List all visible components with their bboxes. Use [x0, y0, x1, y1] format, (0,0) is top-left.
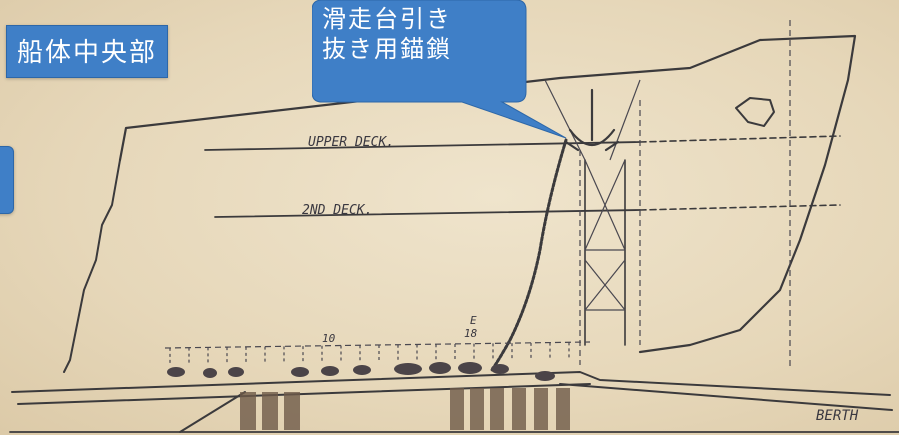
support-blocks-aft [240, 392, 300, 430]
upper-deck-line-fwd [639, 135, 841, 143]
sliding-way [11, 371, 891, 396]
crane-tower [544, 79, 641, 346]
support-blocks-mid [450, 388, 570, 430]
anchor-icon [564, 88, 620, 152]
mark-18: 18 [464, 327, 478, 340]
keel-block-ticks [169, 342, 570, 366]
berth-text: BERTH [816, 408, 859, 424]
callout-text: 滑走台引き 抜き用錨鎖 [322, 4, 522, 64]
hull-outline [118, 34, 857, 354]
callout-bubble [312, 0, 567, 139]
mark-e: E [470, 314, 477, 327]
anchor-chain [490, 138, 568, 372]
second-deck-line [214, 209, 641, 218]
chain-callout: 滑走台引き 抜き用錨鎖 [312, 0, 567, 139]
bow-fitting [735, 97, 775, 127]
cradle-wedges [167, 362, 555, 381]
second-deck-line-fwd [639, 204, 841, 211]
mark-10: 10 [322, 332, 336, 345]
upper-deck-text: UPPER DECK. [308, 135, 394, 150]
hull-break-left [63, 159, 121, 373]
callout-line-2: 抜き用錨鎖 [322, 35, 452, 63]
second-deck-text: 2ND DECK. [302, 203, 372, 218]
shore-diagonal [179, 391, 246, 433]
ground-way [17, 383, 893, 411]
callout-line-1: 滑走台引き [322, 5, 452, 33]
section-label: 船体中央部 [6, 25, 169, 78]
keel-block-line [164, 341, 591, 349]
edge-label [0, 146, 14, 214]
